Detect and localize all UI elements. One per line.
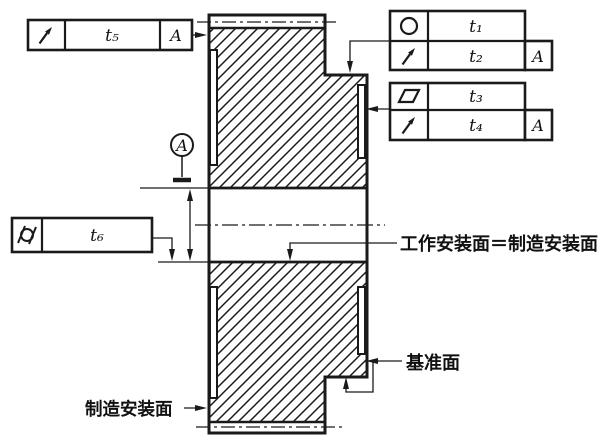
t3-tolerance-value: t₃ bbox=[469, 87, 483, 107]
hub-right-face-surface-strip-lower bbox=[357, 286, 366, 355]
circular-runout-icon bbox=[38, 27, 52, 45]
manufacturing-surface-label: 制造安装面 bbox=[85, 399, 173, 420]
left-face-surface-strip-upper bbox=[209, 49, 218, 166]
t5-datum-ref: A bbox=[168, 26, 182, 45]
t5-leader-arrow bbox=[195, 32, 207, 38]
gear-lower-half-section bbox=[209, 262, 367, 422]
t6-leader-line bbox=[152, 237, 173, 256]
dimension-arrow-up bbox=[187, 189, 193, 201]
t4-tolerance-value: t₄ bbox=[469, 116, 483, 136]
dimension-arrow-down bbox=[187, 249, 193, 261]
datum-a-indicator: A bbox=[170, 133, 194, 183]
working-mounting-surface-label: 工作安装面＝制造安装面 bbox=[400, 233, 598, 255]
t6-tolerance-value: t₆ bbox=[90, 226, 104, 246]
flatness-icon bbox=[397, 88, 421, 104]
fcf-t1-t2: t₁ t₂ A bbox=[347, 9, 554, 73]
t3t4-leader-arrow bbox=[366, 106, 378, 112]
circularity-icon bbox=[399, 16, 419, 36]
working-surface-leader-arrow bbox=[287, 249, 293, 261]
fcf-t6: t₆ bbox=[10, 216, 175, 261]
datum-surface-bent-arrow bbox=[343, 377, 349, 389]
t2-datum-ref: A bbox=[530, 47, 544, 66]
gear-outline bbox=[207, 13, 369, 435]
datum-surface-label: 基准面 bbox=[405, 352, 460, 374]
t4-datum-ref: A bbox=[530, 116, 544, 135]
working-mounting-surface-callout: 工作安装面＝制造安装面 bbox=[287, 233, 598, 261]
cylindricity-icon bbox=[17, 225, 37, 245]
t2-tolerance-value: t₂ bbox=[469, 47, 483, 67]
t1t2-leader-line bbox=[349, 40, 390, 68]
circular-runout-icon bbox=[401, 117, 415, 135]
circular-runout-icon bbox=[401, 48, 415, 66]
datum-surface-leader-arrow bbox=[366, 358, 378, 364]
manufacturing-surface-leader-arrow bbox=[195, 405, 207, 411]
hub-right-face-surface-strip-upper bbox=[357, 84, 366, 159]
t5-tolerance-value: t₅ bbox=[105, 26, 119, 46]
manufacturing-surface-callout: 制造安装面 bbox=[85, 399, 207, 420]
datum-surface-callout: 基准面 bbox=[343, 352, 460, 393]
fcf-t5: t₅ A bbox=[26, 18, 207, 52]
t1-tolerance-value: t₁ bbox=[469, 17, 483, 37]
bore-dimension-line bbox=[187, 189, 193, 261]
t1t2-leader-arrow bbox=[347, 61, 353, 73]
t6-leader-arrow bbox=[169, 249, 175, 261]
working-surface-leader-line bbox=[289, 242, 397, 256]
gear-upper-half-section bbox=[209, 28, 367, 188]
left-face-surface-strip-lower bbox=[209, 286, 218, 399]
datum-letter: A bbox=[174, 136, 188, 155]
fcf-t3-t4: t₃ t₄ A bbox=[366, 81, 554, 142]
